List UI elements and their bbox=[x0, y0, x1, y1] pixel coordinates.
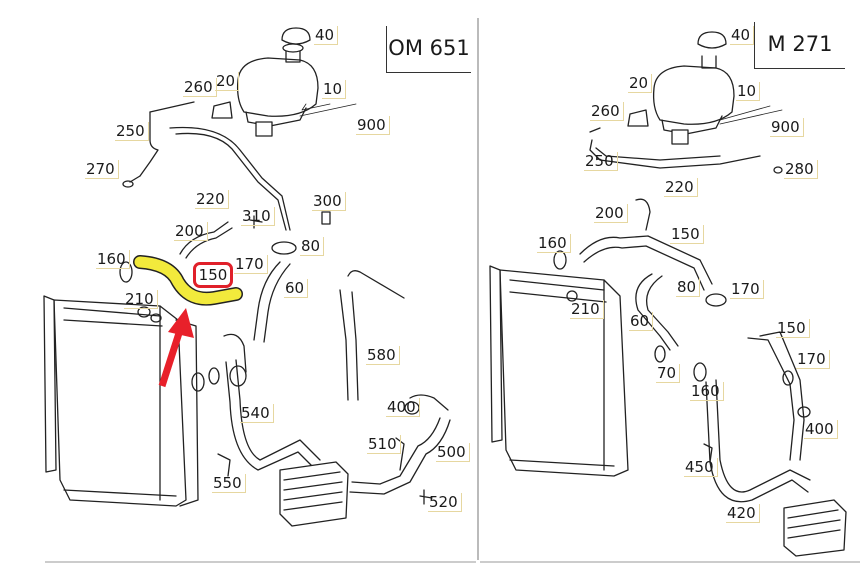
callout-right-70[interactable]: 70 bbox=[656, 364, 681, 383]
callout-left-270[interactable]: 270 bbox=[85, 160, 119, 179]
callout-right-150-lower[interactable]: 150 bbox=[776, 319, 810, 338]
callout-left-900[interactable]: 900 bbox=[356, 116, 390, 135]
hose-580-left bbox=[347, 270, 405, 299]
callout-left-260[interactable]: 260 bbox=[183, 78, 217, 97]
callout-right-280[interactable]: 280 bbox=[784, 160, 818, 179]
callout-left-580[interactable]: 580 bbox=[366, 346, 400, 365]
callout-right-200[interactable]: 200 bbox=[594, 204, 628, 223]
expansion-tank-left bbox=[211, 27, 319, 137]
callout-right-170-upper[interactable]: 170 bbox=[730, 280, 764, 299]
hose-540-left bbox=[235, 359, 321, 461]
callout-left-10[interactable]: 10 bbox=[322, 80, 347, 99]
hose-500-left bbox=[351, 417, 441, 485]
callout-left-20[interactable]: 20 bbox=[215, 72, 240, 91]
oil-cooler-left bbox=[279, 461, 349, 527]
hose-60-right bbox=[635, 273, 671, 351]
radiator-left bbox=[43, 295, 199, 507]
callout-left-520[interactable]: 520 bbox=[428, 493, 462, 512]
hose-270-left bbox=[129, 175, 141, 183]
callout-left-250[interactable]: 250 bbox=[115, 122, 149, 141]
callout-right-170-lower[interactable]: 170 bbox=[796, 350, 830, 369]
callout-right-20[interactable]: 20 bbox=[628, 74, 653, 93]
callout-right-10[interactable]: 10 bbox=[736, 82, 761, 101]
callout-right-450[interactable]: 450 bbox=[684, 458, 718, 477]
hose-200-left bbox=[179, 221, 229, 255]
callout-left-400[interactable]: 400 bbox=[386, 398, 420, 417]
hose-200-right bbox=[579, 235, 713, 285]
highlighted-part-label: 150 bbox=[193, 262, 233, 288]
oil-cooler-right bbox=[783, 499, 847, 557]
radiator-right bbox=[489, 265, 629, 477]
callout-left-550[interactable]: 550 bbox=[212, 474, 246, 493]
callout-right-900[interactable]: 900 bbox=[770, 118, 804, 137]
callout-right-250[interactable]: 250 bbox=[584, 152, 618, 171]
callout-left-510[interactable]: 510 bbox=[367, 435, 401, 454]
callout-left-40[interactable]: 40 bbox=[314, 26, 339, 45]
callout-left-80[interactable]: 80 bbox=[300, 237, 325, 256]
pointer-arrow bbox=[158, 308, 194, 388]
callout-left-60[interactable]: 60 bbox=[284, 279, 309, 298]
callout-left-310[interactable]: 310 bbox=[241, 207, 275, 226]
hose-250-left bbox=[139, 111, 159, 177]
hose-long-left bbox=[169, 126, 291, 231]
callout-left-500[interactable]: 500 bbox=[436, 443, 470, 462]
callout-right-400[interactable]: 400 bbox=[804, 420, 838, 439]
callout-right-210[interactable]: 210 bbox=[570, 300, 604, 319]
callout-left-540[interactable]: 540 bbox=[240, 404, 274, 423]
callout-left-210[interactable]: 210 bbox=[124, 290, 158, 309]
callout-right-420[interactable]: 420 bbox=[726, 504, 760, 523]
callout-left-170[interactable]: 170 bbox=[234, 255, 268, 274]
hose-420-right bbox=[715, 379, 811, 493]
callout-left-160[interactable]: 160 bbox=[96, 250, 130, 269]
callout-right-80[interactable]: 80 bbox=[676, 278, 701, 297]
panel-title-m271: M 271 bbox=[754, 22, 845, 69]
hose-250-right bbox=[589, 127, 761, 169]
callout-left-300[interactable]: 300 bbox=[312, 192, 346, 211]
callout-right-160-upper[interactable]: 160 bbox=[537, 234, 571, 253]
panel-title-om651: OM 651 bbox=[386, 26, 471, 73]
callout-right-160-lower[interactable]: 160 bbox=[690, 382, 724, 401]
callout-right-40[interactable]: 40 bbox=[730, 26, 755, 45]
callout-right-60[interactable]: 60 bbox=[629, 312, 654, 331]
callout-right-220[interactable]: 220 bbox=[664, 178, 698, 197]
callout-left-200[interactable]: 200 bbox=[174, 222, 208, 241]
callout-right-150-upper[interactable]: 150 bbox=[670, 225, 704, 244]
callout-left-220[interactable]: 220 bbox=[195, 190, 229, 209]
expansion-tank-right bbox=[627, 31, 735, 145]
callout-right-260[interactable]: 260 bbox=[590, 102, 624, 121]
hose-60-left bbox=[253, 261, 281, 341]
hose-260-left bbox=[149, 101, 195, 113]
